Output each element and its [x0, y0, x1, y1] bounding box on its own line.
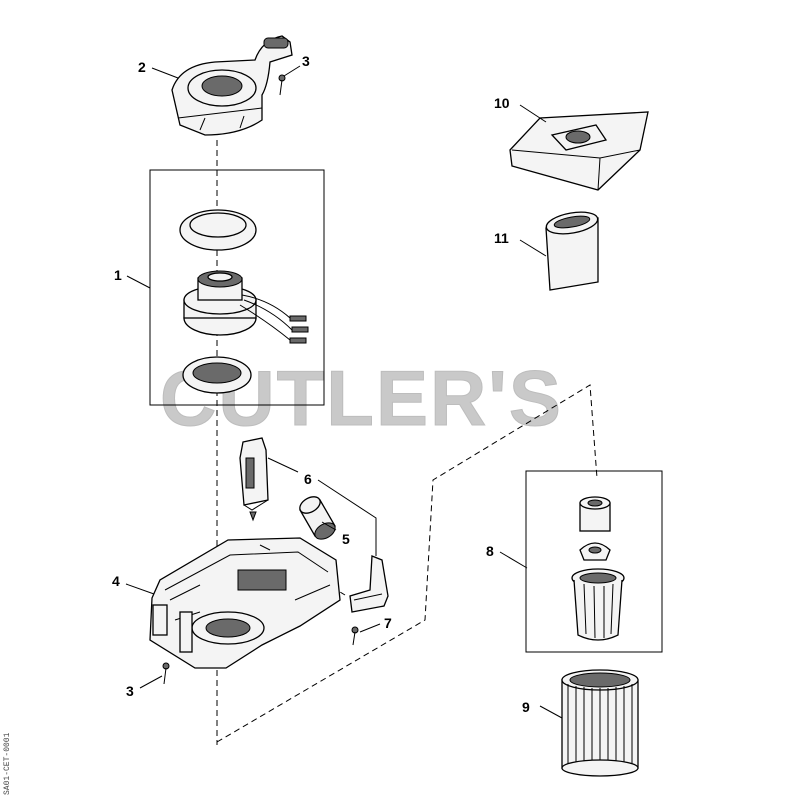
assembly-dashed-lines	[216, 140, 598, 745]
part-11-sleeve	[545, 211, 599, 291]
part-4-base-housing	[149, 537, 341, 669]
callout-11: 11	[494, 230, 509, 246]
part-10-filter-bag	[509, 111, 649, 191]
callout-2: 2	[138, 59, 146, 75]
part-3-screw-top	[278, 74, 286, 96]
part-6-latch-right	[349, 555, 389, 613]
part-6-latch-left	[239, 437, 269, 522]
diagram-code: SA01-CET-0001	[3, 732, 12, 795]
callout-4: 4	[112, 573, 120, 589]
part-9-cartridge-filter	[561, 669, 639, 777]
leader-lines	[125, 65, 563, 719]
callout-7: 7	[384, 615, 392, 631]
part-3-screw-bottom	[162, 662, 170, 685]
part-1-motor-assembly	[179, 209, 309, 394]
callout-3-top: 3	[302, 53, 310, 69]
callout-1: 1	[114, 267, 122, 283]
part-5-cylinder	[299, 496, 336, 540]
part-2-motor-cover	[171, 35, 293, 136]
callout-5: 5	[342, 531, 350, 547]
callout-8: 8	[486, 543, 494, 559]
part-7-screw	[351, 626, 359, 646]
part-8-float-assembly	[571, 496, 625, 641]
callout-3-bottom: 3	[126, 683, 134, 699]
part-8-group-box	[525, 470, 663, 653]
callout-10: 10	[494, 95, 510, 111]
callout-labels: 1 2 3 3 4 5 6 7 8 9 10 11	[112, 53, 530, 715]
callout-6: 6	[304, 471, 312, 487]
callout-9: 9	[522, 699, 530, 715]
